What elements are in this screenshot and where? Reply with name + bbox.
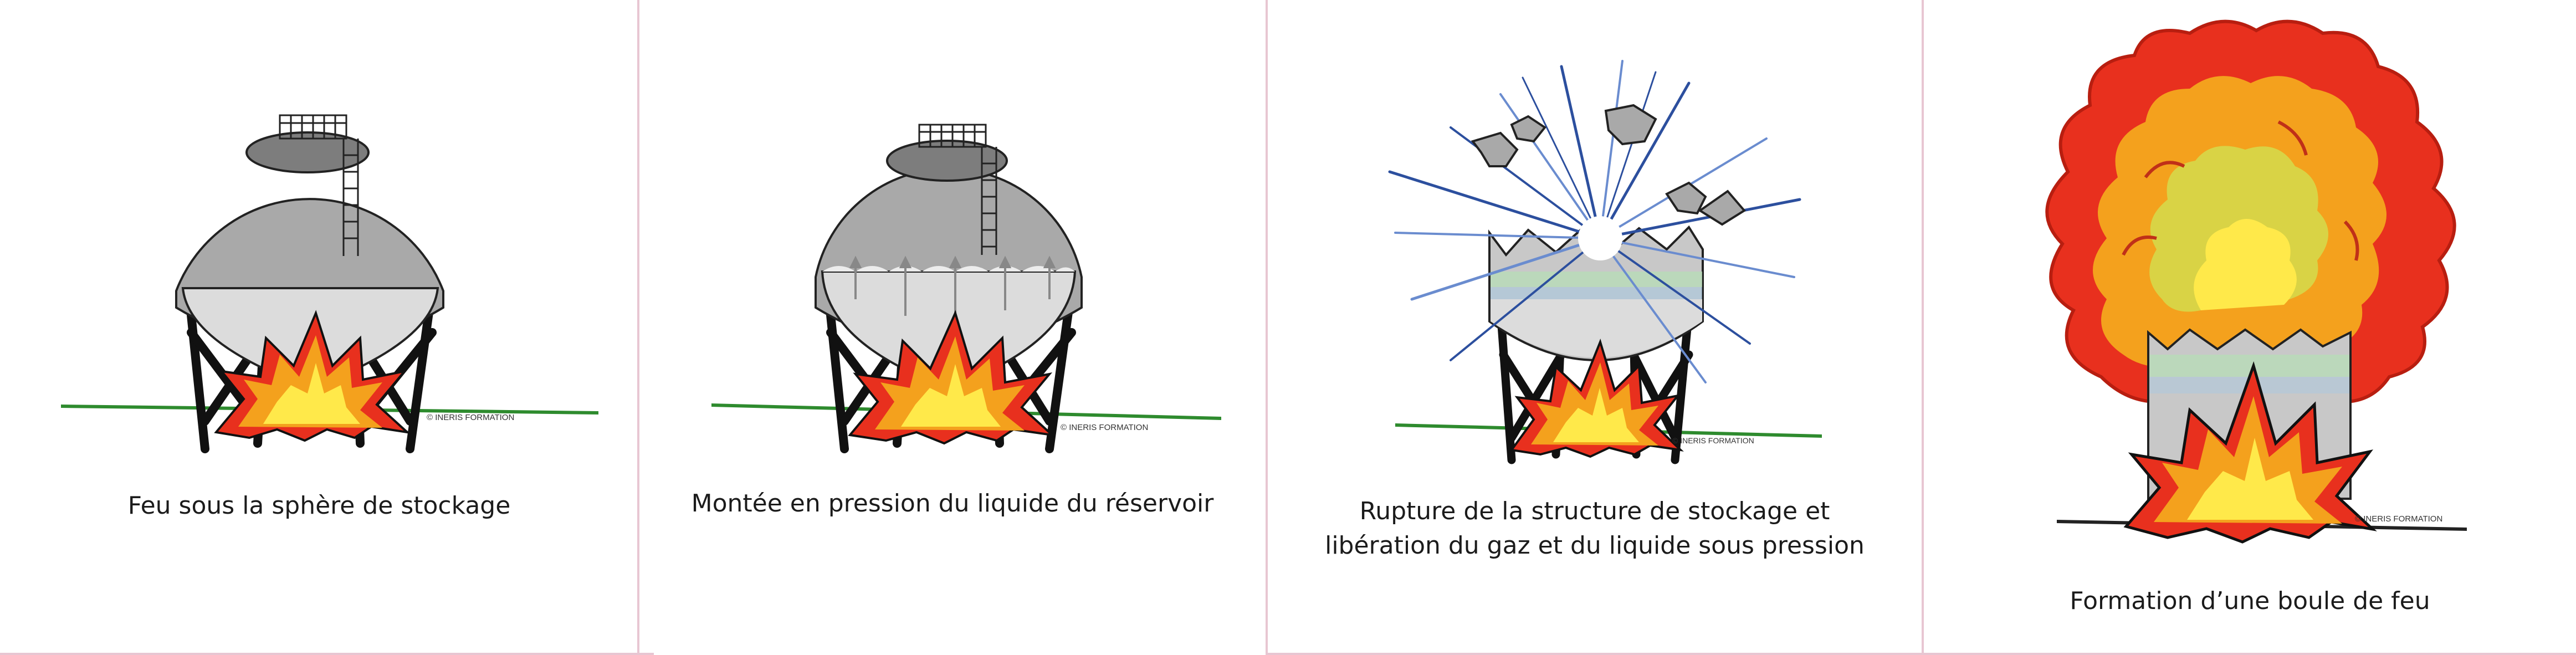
flame-icon [2123,361,2377,544]
scene-4: © INERIS FORMATION [2045,19,2467,544]
caption-4: Formation d’une boule de feu [1924,584,2576,618]
flame-icon [848,310,1056,445]
burst-rays [1388,60,1801,383]
fireball-icon [2045,19,2456,403]
flame-icon [214,310,411,442]
scene-1: © INERIS FORMATION [61,114,598,453]
storage-sphere-icon [1488,225,1704,361]
watermark: © INERIS FORMATION [1672,436,1754,445]
watermark: © INERIS FORMATION [427,413,514,422]
caption-line: Montée en pression du liquide du réservo… [691,489,1214,518]
panel-pressure-rise: © INERIS FORMATION Montée en pression du… [639,0,1266,655]
divider-1 [637,0,639,655]
caption-line: Formation d’une boule de feu [2070,587,2430,615]
divider-3 [1922,0,1924,655]
panel-fireball: © INERIS FORMATION Formation d’une boule… [1924,0,2576,655]
scene-2: © INERIS FORMATION [711,124,1221,453]
caption-line: libération du gaz et du liquide sous pre… [1325,531,1865,560]
watermark: © INERIS FORMATION [1061,423,1148,432]
caption-1: Feu sous la sphère de stockage [0,489,638,523]
bottom-border [0,653,654,655]
watermark: © INERIS FORMATION [2355,514,2442,524]
divider-2 [1266,0,1268,655]
panel-fire-under-sphere: © INERIS FORMATION Feu sous la sphère de… [0,0,638,655]
bottom-border [1268,653,2576,655]
caption-3: Rupture de la structure de stockage et l… [1268,494,1922,563]
scene-3: © INERIS FORMATION [1388,60,1822,464]
flame-icon [1509,338,1684,458]
caption-line: Feu sous la sphère de stockage [127,492,511,520]
caption-line: Rupture de la structure de stockage et [1359,497,1830,525]
panel-rupture: © INERIS FORMATION Rupture de la structu… [1268,0,1922,655]
caption-2: Montée en pression du liquide du réservo… [639,487,1266,521]
debris-icon [1471,104,1747,226]
